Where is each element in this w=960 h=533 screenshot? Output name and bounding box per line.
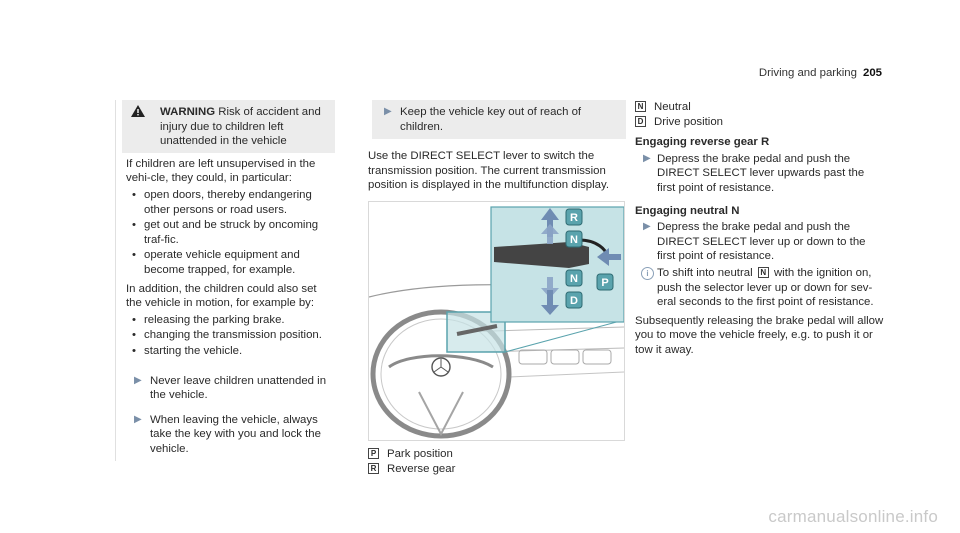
legend-list: N Neutral D Drive position <box>635 100 885 129</box>
instruction-note: ▶ When leaving the vehicle, always take … <box>122 408 335 462</box>
tip-text-pre: To shift into neutral <box>657 266 753 279</box>
column-left: WARNING Risk of accident and injury due … <box>115 100 335 462</box>
steering-wheel-illustration: R N N D P <box>368 200 625 441</box>
legend-item: D Drive position <box>635 115 885 130</box>
legend-list: P Park position R Reverse gear <box>360 447 620 476</box>
step-neutral: ▶ Depress the brake pedal and push the D… <box>635 220 885 264</box>
arrow-right-icon: ▶ <box>643 221 651 233</box>
motion-list: releasing the parking brake. changing th… <box>126 313 335 359</box>
legend-item: N Neutral <box>635 100 885 115</box>
list-item: operate vehicle equipment and become tra… <box>126 248 335 277</box>
legend-label: Drive position <box>654 115 724 128</box>
gear-badge-n-up: N <box>565 230 583 248</box>
gear-badge-r: R <box>565 208 583 226</box>
svg-text:D: D <box>570 295 578 307</box>
svg-text:N: N <box>570 234 578 246</box>
arrow-right-icon: ▶ <box>643 152 651 164</box>
key-box-p: P <box>368 448 379 460</box>
legend-label: Reverse gear <box>387 462 456 475</box>
arrow-right-icon: ▶ <box>134 413 142 425</box>
warning-body: If children are left unsupervised in the… <box>122 153 335 359</box>
list-item: changing the transmission position. <box>126 328 335 343</box>
warning-title: WARNING <box>160 106 216 118</box>
list-item: starting the vehicle. <box>126 344 335 359</box>
legend-label: Neutral <box>654 101 691 113</box>
body-text: Use the DIRECT SELECT lever to switch th… <box>368 150 610 192</box>
page-number: 205 <box>862 67 882 79</box>
warning-triangle-icon <box>131 105 145 117</box>
warning-text: Risk of accident and injury due to child… <box>160 106 321 148</box>
gear-badge-n-down: N <box>565 269 583 287</box>
warning-block: WARNING Risk of accident and injury due … <box>115 100 335 462</box>
svg-text:N: N <box>570 273 578 285</box>
tip-text-post: with the ignition on, push the selector … <box>657 266 874 309</box>
intro-text-2: In addition, the children could also set… <box>126 282 317 310</box>
heading-reverse: Engaging reverse gear R <box>635 136 770 149</box>
warning-box: WARNING Risk of accident and injury due … <box>122 100 335 153</box>
instruction-note: ▶ Never leave children unattended in the… <box>122 369 335 408</box>
arrow-right-icon: ▶ <box>384 106 392 117</box>
page-header: Driving and parking 205 <box>759 66 882 81</box>
section-title: Driving and parking <box>758 67 857 79</box>
legend-item: R Reverse gear <box>368 462 620 477</box>
column-middle: ▶ Keep the vehicle key out of reach of c… <box>360 100 626 476</box>
step-reverse: ▶ Depress the brake pedal and push the D… <box>635 152 885 196</box>
watermark: carmanualsonline.info <box>768 507 938 527</box>
column-right: N Neutral D Drive position Engaging revers… <box>635 100 885 358</box>
legend-item: P Park position <box>368 447 620 462</box>
key-box-n: N <box>757 267 769 279</box>
list-item: get out and be struck by oncoming traf-f… <box>126 218 335 247</box>
body-paragraph: Subsequently releasing the brake pedal w… <box>635 314 884 356</box>
note-text: Keep the vehicle key out of reach of chi… <box>400 106 582 133</box>
key-box-r: R <box>368 463 379 475</box>
illustration-svg: R N N D P <box>369 206 624 439</box>
list-item: releasing the parking brake. <box>126 313 335 328</box>
legend-label: Park position <box>387 447 453 460</box>
list-item: open doors, thereby endangering other pe… <box>126 188 335 217</box>
step-text: Depress the brake pedal and push the DIR… <box>657 221 866 263</box>
note-text: When leaving the vehicle, always take th… <box>150 413 321 455</box>
step-text: Depress the brake pedal and push the DIR… <box>657 152 865 194</box>
intro-text: If children are left unsupervised in the… <box>126 157 316 185</box>
svg-text:R: R <box>570 212 578 224</box>
key-box-n: N <box>635 101 646 113</box>
arrow-right-icon: ▶ <box>134 374 142 386</box>
keep-key-note: ▶ Keep the vehicle key out of reach of c… <box>372 100 626 140</box>
logo-star-icon <box>431 357 451 377</box>
tip-block: i To shift into neutral N with the ignit… <box>635 266 885 310</box>
gear-badge-d: D <box>565 291 583 309</box>
key-box-d: D <box>635 116 646 128</box>
gear-badge-p: P <box>596 273 614 291</box>
heading-neutral: Engaging neutral N <box>635 204 740 217</box>
note-text: Never leave children unattended in the v… <box>150 374 327 402</box>
risk-list: open doors, thereby endangering other pe… <box>126 188 335 278</box>
info-icon: i <box>641 266 654 280</box>
svg-text:P: P <box>601 277 608 289</box>
